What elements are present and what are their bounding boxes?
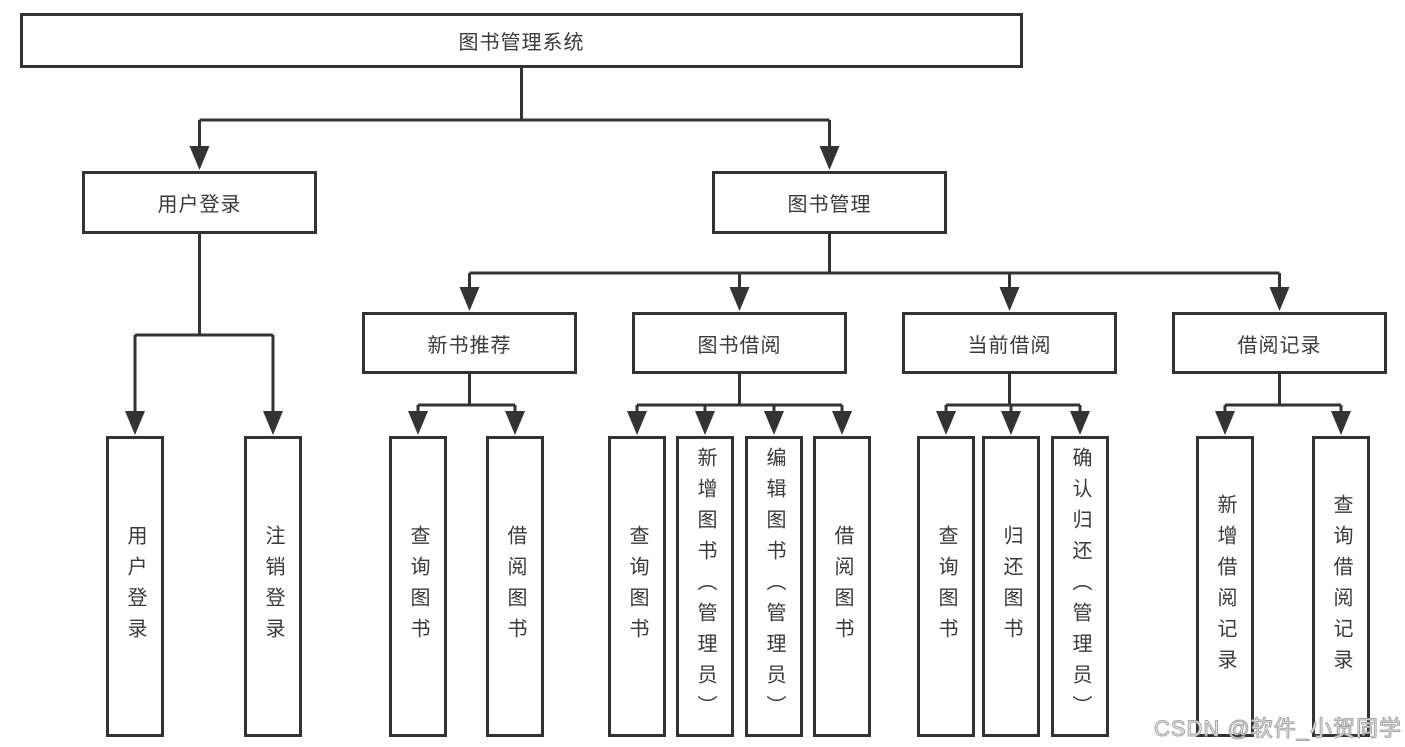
- leaf-query-book-borrow: 查询图书: [608, 436, 666, 737]
- connector-book-management-to-level3: [468, 234, 1281, 291]
- arrowhead: [1070, 411, 1090, 435]
- arrowhead: [408, 411, 428, 435]
- arrowhead: [459, 287, 480, 311]
- connector-records-to-leaves: [1223, 374, 1343, 415]
- leaf-query-book-recommend: 查询图书: [389, 436, 447, 737]
- arrowhead: [189, 146, 210, 170]
- leaf-add-borrow-record: 新增借阅记录: [1196, 436, 1254, 737]
- node-user-login: 用户登录: [82, 171, 317, 234]
- connector-current-to-leaves: [944, 374, 1082, 415]
- arrowheads: [125, 146, 1351, 435]
- leaf-query-borrow-record: 查询借阅记录: [1312, 436, 1370, 737]
- connector-recommend-to-leaves: [416, 374, 517, 415]
- node-current-borrow: 当前借阅: [902, 312, 1117, 374]
- connector-borrow-to-leaves: [635, 374, 844, 415]
- node-new-book-recommend: 新书推荐: [362, 312, 577, 374]
- arrowhead: [1215, 411, 1235, 435]
- arrowhead: [505, 411, 525, 435]
- arrowhead: [695, 411, 715, 435]
- leaf-add-book-admin: 新增图书（管理员）: [676, 436, 734, 737]
- leaf-logout-login: 注销登录: [244, 436, 302, 737]
- arrowhead: [832, 411, 852, 435]
- leaf-return-book: 归还图书: [982, 436, 1040, 737]
- node-root-library-system: 图书管理系统: [20, 13, 1023, 68]
- node-book-management: 图书管理: [712, 171, 947, 234]
- arrowhead: [1269, 287, 1290, 311]
- node-borrow-records: 借阅记录: [1172, 312, 1387, 374]
- connector-root-to-level2: [198, 68, 831, 150]
- connector-paths: [133, 68, 1343, 415]
- leaf-borrow-book: 借阅图书: [813, 436, 871, 737]
- leaf-user-login: 用户登录: [106, 436, 164, 737]
- arrowhead: [819, 146, 840, 170]
- arrowhead: [1331, 411, 1351, 435]
- connector-user-login-to-leaves: [133, 234, 275, 415]
- arrowhead: [627, 411, 647, 435]
- node-book-borrow: 图书借阅: [632, 312, 847, 374]
- arrowhead: [729, 287, 750, 311]
- leaf-query-book-current: 查询图书: [917, 436, 975, 737]
- leaf-borrow-book-recommend: 借阅图书: [486, 436, 544, 737]
- arrowhead: [936, 411, 956, 435]
- arrowhead: [1001, 411, 1021, 435]
- arrowhead: [125, 411, 145, 435]
- arrowhead: [999, 287, 1020, 311]
- arrowhead: [764, 411, 784, 435]
- leaf-confirm-return-admin: 确认归还（管理员）: [1051, 436, 1109, 737]
- leaf-edit-book-admin: 编辑图书（管理员）: [745, 436, 803, 737]
- arrowhead: [263, 411, 283, 435]
